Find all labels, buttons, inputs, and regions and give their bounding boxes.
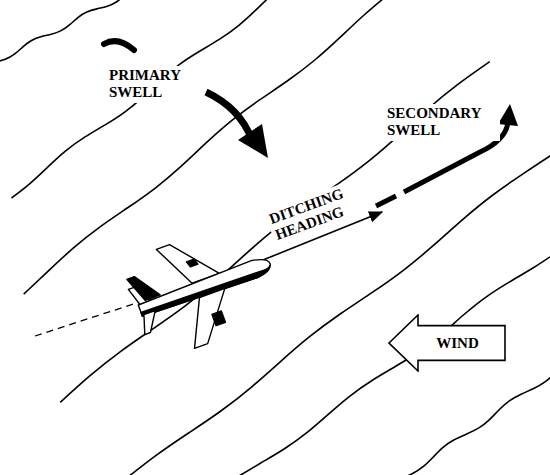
heading-label: DITCHING HEADING: [264, 183, 357, 247]
swell-label: PRIMARY SWELL: [106, 66, 202, 103]
secondary-swell-arrowhead: [498, 104, 518, 126]
arrow-shape: [389, 315, 505, 371]
swell-mark: [104, 41, 134, 50]
swell-line: [127, 152, 550, 475]
wind-arrow: WIND: [388, 314, 506, 372]
swell-line: [0, 0, 125, 62]
swell-line: [12, 0, 274, 198]
secondary-swell-arrow: [376, 196, 396, 206]
swell-line: [236, 252, 550, 475]
primary-swell-arrow: [206, 92, 252, 140]
wind-label: WIND: [436, 335, 479, 352]
airplane: [119, 215, 289, 363]
swell-line: [400, 373, 550, 475]
swell-label: SECONDARY SWELL: [384, 104, 500, 141]
swell-line: [24, 0, 391, 294]
primary-swell-arrowhead: [238, 124, 268, 158]
